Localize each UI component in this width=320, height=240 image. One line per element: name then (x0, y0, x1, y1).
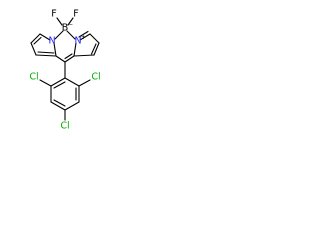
bond-c3-c9-double (37, 51, 55, 54)
bond-c6b-c7 (73, 54, 95, 57)
atom-nitrogen-left: N (48, 36, 55, 47)
bond-c1-c2-double (33, 36, 42, 45)
bond-c2-c3 (30, 42, 37, 56)
atom-boron: B (62, 23, 69, 34)
bond-b-nleft (54, 30, 64, 40)
bond-b-fright (67, 17, 74, 26)
bond-ar2-cl (39, 79, 52, 87)
bond-ar6-cl (78, 79, 91, 87)
bond-c9-c8 (55, 55, 66, 63)
bond-ar1-ar2 (50, 77, 66, 87)
atom-chlorine-right: Cl (91, 72, 100, 83)
bond-ar6-ar1 (64, 77, 80, 87)
nitrogen-charge: + (81, 34, 86, 41)
bond-ar1-ar2-double (53, 81, 66, 89)
bond-c6-c6b (93, 42, 100, 56)
atom-chlorine-left: Cl (29, 72, 38, 83)
structure-diagram: F F B − N N + Cl Cl Cl (0, 0, 152, 152)
bond-ar4-ar5 (64, 101, 80, 111)
bond-nleft-c1 (39, 33, 51, 41)
molecule-svg: F F B − N N + Cl Cl Cl (29, 9, 100, 132)
bond-c1-c2 (30, 33, 41, 44)
bond-ar3-ar4 (50, 101, 66, 111)
bond-ar3-ar4-double (53, 99, 66, 107)
bond-b-nright (66, 30, 76, 40)
bond-c3-c9 (35, 54, 57, 57)
atom-nitrogen-right: N (74, 36, 81, 47)
bond-c5-c6 (89, 33, 100, 44)
atom-f-left: F (51, 9, 56, 20)
bond-c7-c8-double (64, 53, 73, 60)
atom-f-right: F (73, 9, 78, 20)
bond-b-fleft (56, 17, 63, 26)
bonds (30, 17, 100, 121)
boron-charge: − (68, 21, 73, 28)
bond-c7-c8 (64, 55, 75, 63)
bond-nright-c5 (79, 33, 91, 41)
atom-labels: F F B − N N + Cl Cl Cl (29, 9, 100, 132)
atom-chlorine-bottom: Cl (60, 121, 69, 132)
bond-nright-c5-double (78, 30, 89, 38)
bond-nleft-c9 (53, 42, 57, 57)
bond-nright-c7 (73, 42, 77, 57)
bond-c6-c6b-double (90, 43, 97, 55)
